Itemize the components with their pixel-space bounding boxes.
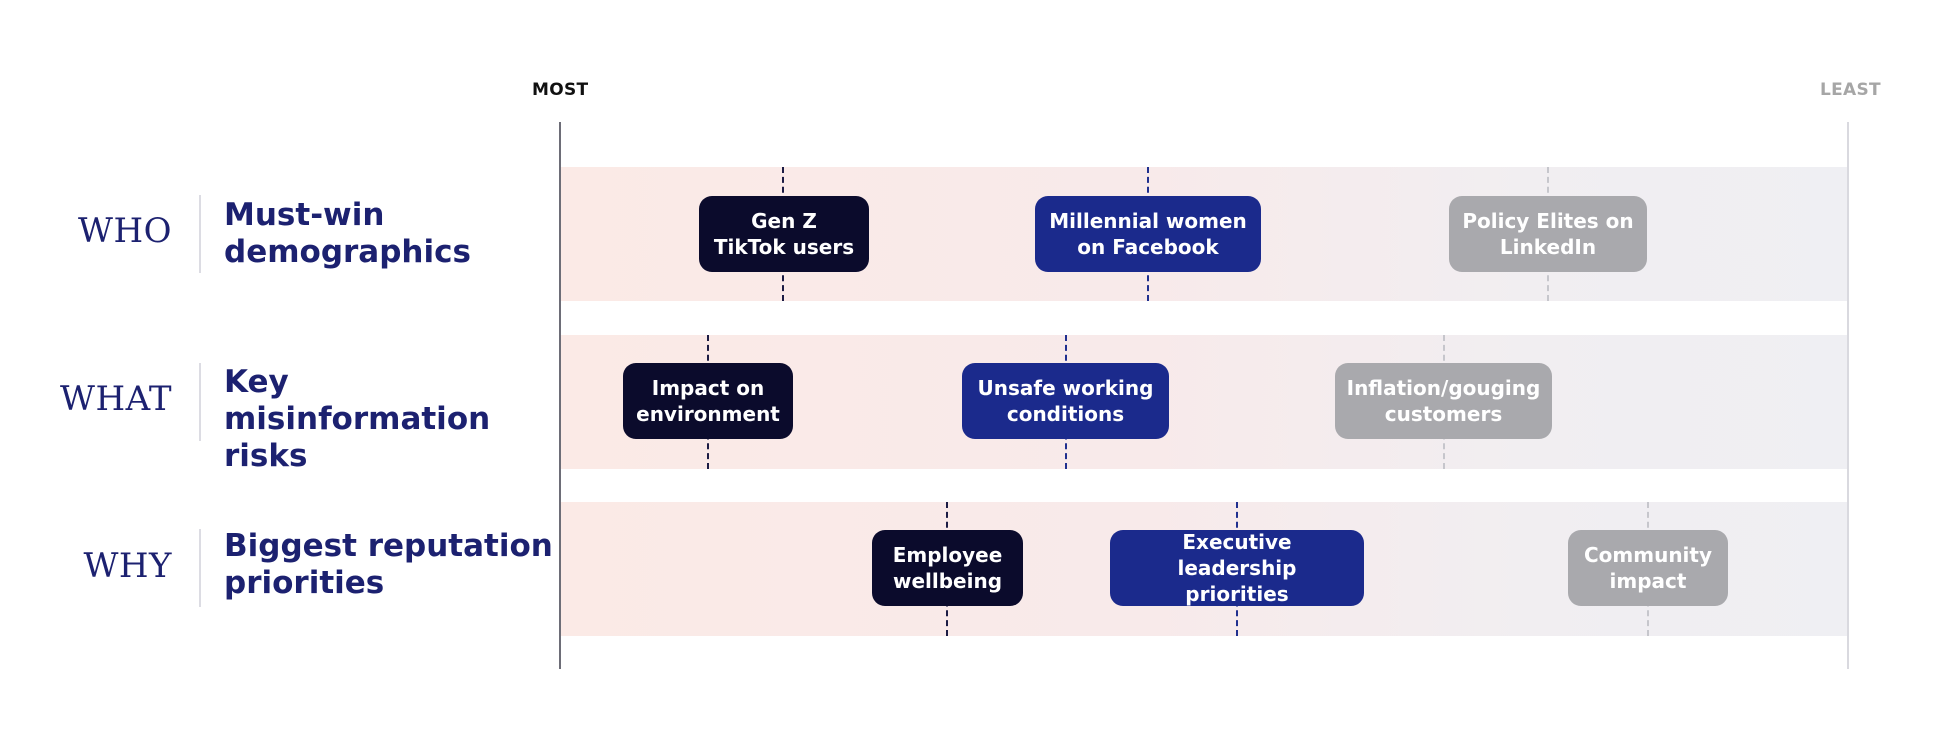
least-axis-line <box>1847 122 1849 669</box>
row-divider <box>199 195 201 273</box>
item-pill: Inflation/gouging customers <box>1335 363 1552 439</box>
row-title-what: Key misinformation risks <box>224 364 491 474</box>
scale-most-label: MOST <box>532 80 589 100</box>
most-axis-line <box>559 122 561 669</box>
item-pill: Policy Elites on LinkedIn <box>1449 196 1647 272</box>
row-key-why: WHY <box>83 546 172 586</box>
row-divider <box>199 529 201 607</box>
row-title-why: Biggest reputation priorities <box>224 528 553 601</box>
row-key-who: WHO <box>78 211 172 251</box>
row-title-who: Must-win demographics <box>224 197 471 270</box>
item-pill: Executive leadership priorities <box>1110 530 1364 606</box>
item-pill: Impact on environment <box>623 363 793 439</box>
row-divider <box>199 363 201 441</box>
row-key-what: WHAT <box>60 379 172 419</box>
item-pill: Millennial women on Facebook <box>1035 196 1261 272</box>
item-pill: Gen Z TikTok users <box>699 196 869 272</box>
item-pill: Community impact <box>1568 530 1728 606</box>
item-pill: Employee wellbeing <box>872 530 1023 606</box>
item-pill: Unsafe working conditions <box>962 363 1169 439</box>
scale-least-label: LEAST <box>1820 80 1881 100</box>
